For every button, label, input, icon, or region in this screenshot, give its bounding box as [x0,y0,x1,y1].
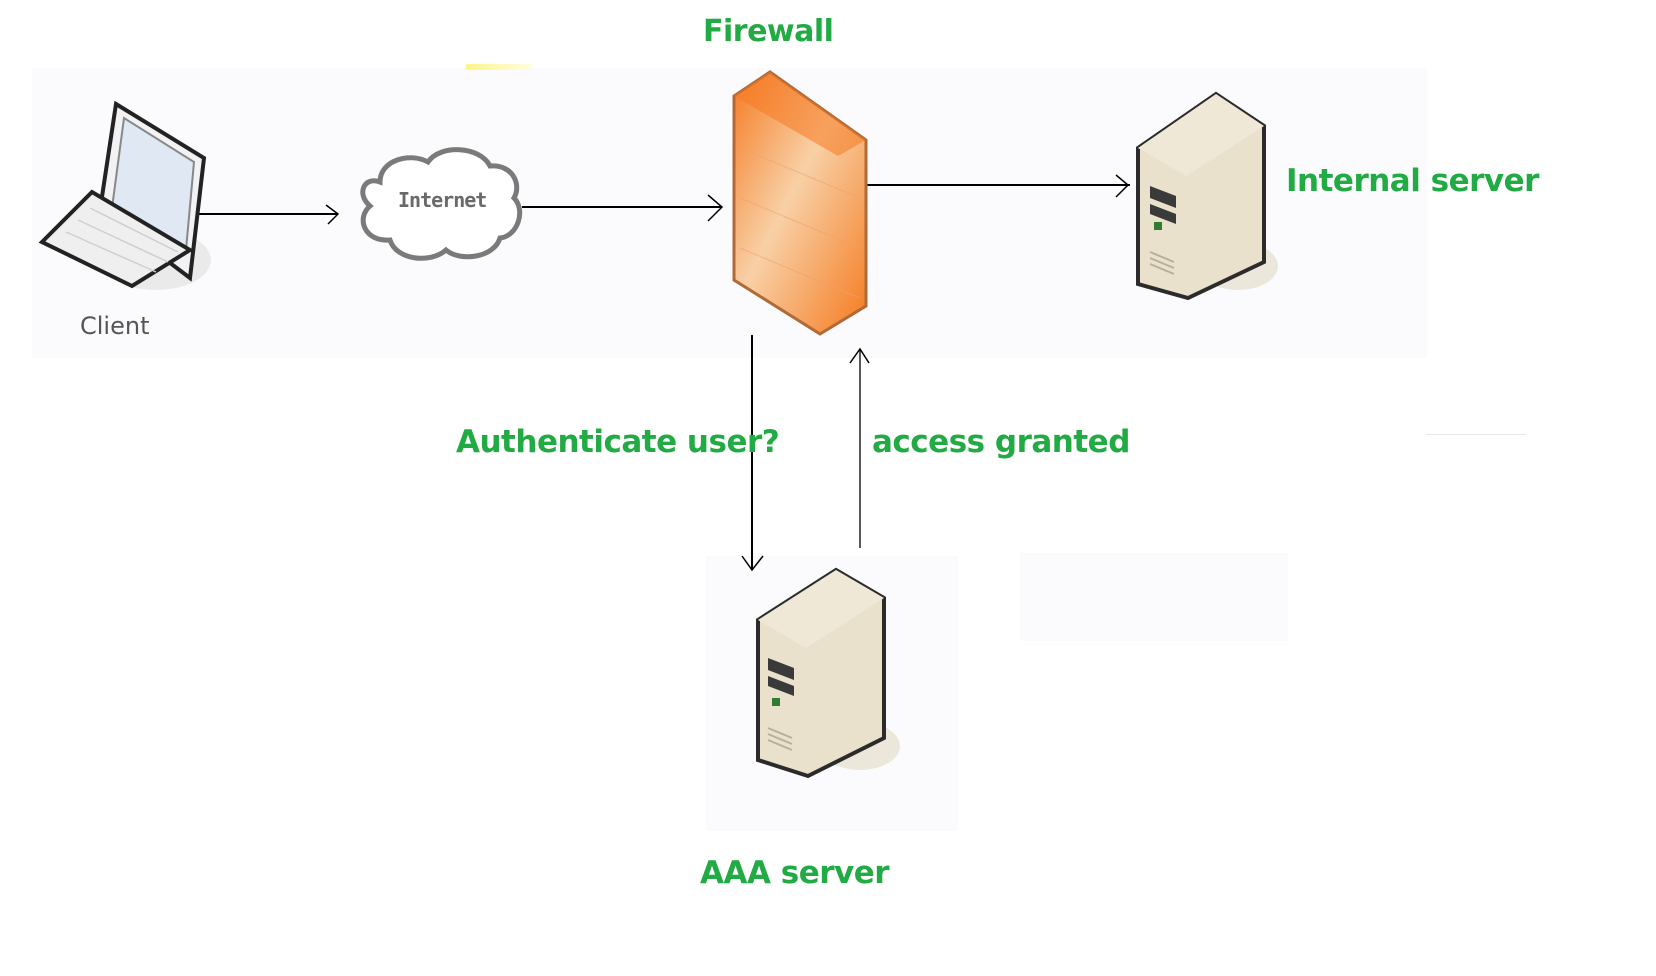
node-internet: Internet [350,140,525,265]
laptop-icon [38,100,211,290]
node-client [36,100,216,300]
node-firewall [720,68,870,338]
arrowhead-icon [1115,174,1130,198]
node-label-firewall: Firewall [703,14,834,49]
divider-line [1426,434,1526,435]
edge-label-authenticate-user: Authenticate user? [456,424,780,460]
edge-label-access-granted: access granted [872,424,1130,460]
background-panel [1020,553,1288,641]
node-label-aaa-server: AAA server [700,855,890,891]
arrowhead-icon [325,204,340,225]
node-label-client: Client [80,312,150,340]
highlight-mark [466,64,532,70]
node-label-internal-server: Internal server [1286,163,1539,199]
firewall-icon [732,70,868,336]
server-tower-icon [756,567,900,779]
arrowhead-icon [707,194,724,222]
arrowhead-icon [741,555,764,572]
node-internal-server [1128,86,1278,306]
server-tower-icon [1136,91,1278,301]
node-aaa-server [750,566,900,786]
cloud-icon [360,147,523,261]
node-label-internet: Internet [398,188,487,212]
arrowhead-icon [849,347,870,364]
